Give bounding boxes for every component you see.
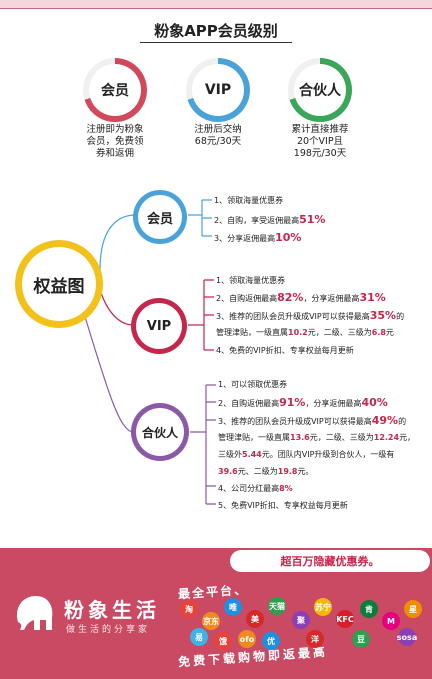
partner-logo-icon: 优 <box>262 632 280 650</box>
partner-logo-icon: 洋 <box>306 630 324 648</box>
elephant-logo-icon <box>12 592 56 632</box>
partner-logo-icon: 苏宁 <box>314 598 332 616</box>
title-underline <box>140 42 292 43</box>
partner-benefit-3: 3、推荐的团队会员升级成VIP可以获得最高49%的 <box>218 414 407 427</box>
member-node: 会员 <box>138 195 182 239</box>
partner-logo-icon: 易 <box>190 628 208 646</box>
partner-benefit-4: 4、公司分红最高8% <box>218 484 293 493</box>
member-benefit-3: 3、分享返佣最高10% <box>214 231 302 244</box>
brand-block: 粉象生活 做生活的分享家 <box>14 588 194 648</box>
top-bar <box>0 0 432 9</box>
tier-member-badge: 会员 <box>89 64 141 116</box>
partner-logo-icon: M <box>382 612 400 630</box>
partner-logo-icon: 京东 <box>202 612 220 630</box>
center-node: 权益图 <box>22 247 96 321</box>
partner-logo-icon: 豆 <box>352 630 370 648</box>
partner-logo-icon: 美 <box>246 610 264 628</box>
vip-node: VIP <box>136 303 182 349</box>
tier-partner-badge: 合伙人 <box>294 64 346 116</box>
partner-logo-icon: 饿 <box>214 632 232 650</box>
vip-benefit-3: 3、推荐的团队会员升级成VIP可以获得最高35%的 <box>216 309 405 322</box>
brand-tagline: 做生活的分享家 <box>66 625 151 635</box>
partner-logo-icon: 淘 <box>180 600 198 618</box>
member-benefit-2: 2、自购，享受返佣最高51% <box>214 213 326 226</box>
tier-member-desc: 注册即为粉象会员，免费领券和返佣 <box>86 124 144 159</box>
partner-logo-icon: ofo <box>238 630 256 648</box>
partner-benefit-3-cont1: 管理津贴，一级直属13.6元，二级、三级为12.24元， <box>218 433 416 442</box>
vip-benefit-4: 4、免费的VIP折扣、专享权益每月更新 <box>216 346 354 355</box>
member-benefit-1: 1、领取海量优惠券 <box>214 196 284 205</box>
partner-node: 合伙人 <box>136 408 184 456</box>
connector-lines <box>79 199 216 505</box>
partner-logo-icon: 星 <box>404 600 422 618</box>
partner-logo-icon: 天猫 <box>268 597 286 615</box>
vip-benefit-2: 2、自购返佣最高82%，分享返佣最高31% <box>216 291 386 304</box>
partner-logo-icon: 肯 <box>360 600 378 618</box>
tier-vip-badge: VIP <box>192 64 244 116</box>
partner-logo-icon: KFC <box>336 610 354 628</box>
partner-benefit-1: 1、可以领取优惠券 <box>218 380 288 389</box>
partner-benefit-5: 5、免费VIP折扣、专享权益每月更新 <box>218 501 348 510</box>
brand-name: 粉象生活 <box>64 598 160 622</box>
partner-benefit-3-cont3: 39.6元、二级为19.8元。 <box>218 467 314 476</box>
partner-logo-icon: 聚 <box>292 611 310 629</box>
partner-benefit-2: 2、自购返佣最高91%，分享返佣最高40% <box>218 396 388 409</box>
vip-benefit-3-cont: 管理津贴，一级直属10.2元，二级、三级为6.8元 <box>216 328 394 337</box>
page-title: 粉象APP会员级别 <box>154 22 278 40</box>
coupon-bubble: 超百万隐藏优惠券。 <box>230 550 430 572</box>
vip-benefit-1: 1、领取海量优惠券 <box>216 276 286 285</box>
partner-logo-icon: sosa <box>397 628 417 646</box>
partner-benefit-3-cont2: 三级外5.44元。团队内VIP升级到合伙人，一级有 <box>218 450 395 459</box>
partner-logo-icon: 唯 <box>224 598 242 616</box>
